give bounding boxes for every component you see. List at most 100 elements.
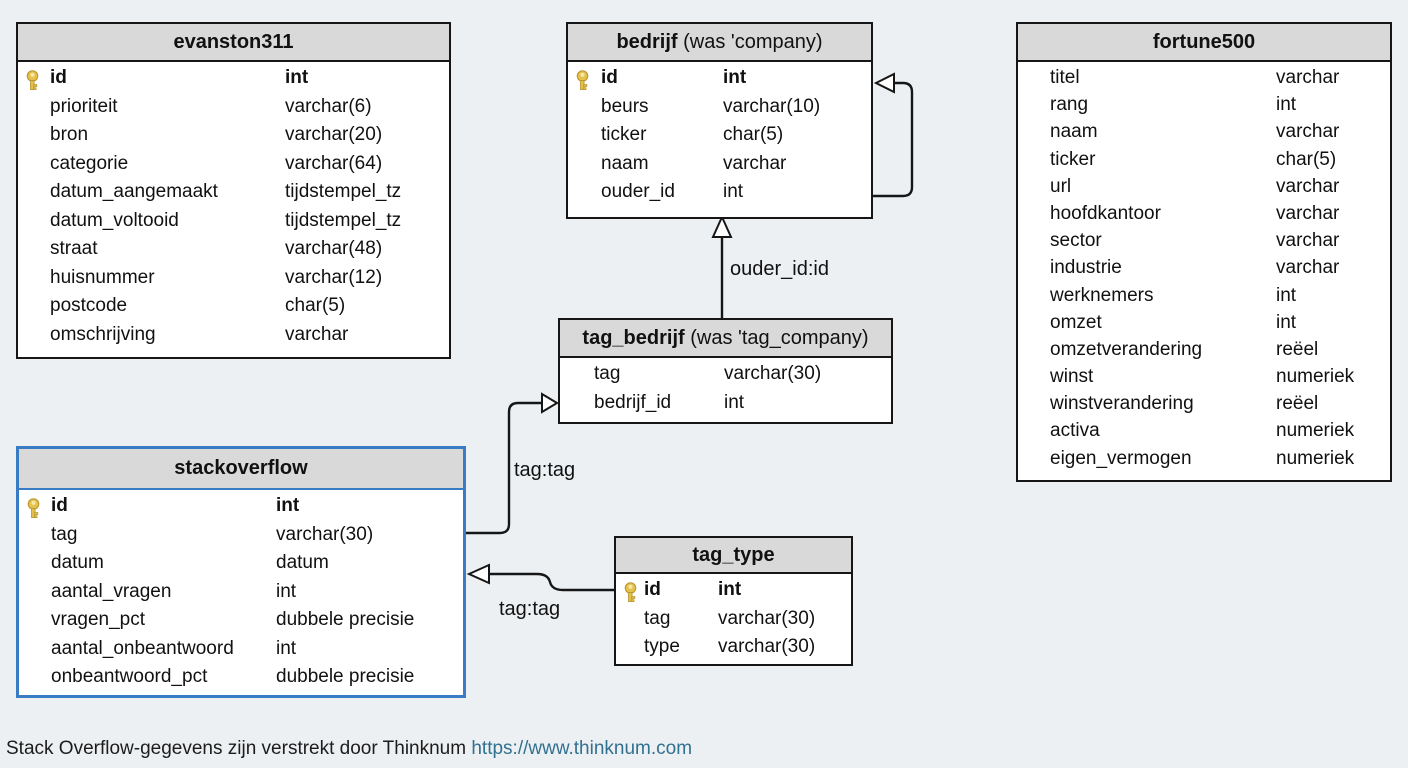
arrowhead-bedrijf-bottom xyxy=(711,214,733,238)
field-row-stackoverflow-aantal_vragen: aantal_vragen int xyxy=(19,581,463,610)
table-title-suffix: (was 'company) xyxy=(677,30,823,53)
arrowhead-tagbedrijf-left xyxy=(541,392,559,414)
field-type: int xyxy=(276,637,297,659)
arrowhead-stackoverflow-right xyxy=(466,563,490,585)
field-type: varchar xyxy=(1276,257,1340,279)
field-type: int xyxy=(276,495,300,516)
table-title-stackoverflow: stackoverflow xyxy=(19,449,463,490)
field-type: varchar xyxy=(1276,175,1340,197)
field-name: omzet xyxy=(1050,311,1102,333)
table-bedrijf: bedrijf (was 'company) id int beurs varchar (… xyxy=(566,22,873,219)
footer-text: Stack Overflow-gegevens zijn verstrekt d… xyxy=(6,738,472,759)
field-name: aantal_vragen xyxy=(51,580,172,602)
field-type: int xyxy=(723,67,747,88)
field-row-evanston311-bron: bron varchar(20) xyxy=(18,124,449,153)
field-row-stackoverflow-datum: datum datum xyxy=(19,552,463,581)
field-name: id xyxy=(51,495,68,516)
field-name: prioriteit xyxy=(50,95,118,117)
field-type: varchar(6) xyxy=(285,95,372,117)
field-type: numeriek xyxy=(1276,420,1355,442)
field-row-fortune500-industrie: industrie varchar xyxy=(1018,257,1390,284)
field-name: id xyxy=(601,67,618,88)
table-title-suffix: (was 'tag_company) xyxy=(684,326,869,349)
field-row-evanston311-datum_voltooid: datum_voltooid tijdstempel_tz xyxy=(18,210,449,239)
field-name: huisnummer xyxy=(50,266,155,288)
field-name: datum_voltooid xyxy=(50,209,179,231)
primary-key-icon xyxy=(26,498,41,525)
field-type: varchar(64) xyxy=(285,152,383,174)
field-type: varchar(30) xyxy=(718,607,816,629)
field-name: industrie xyxy=(1050,257,1122,279)
table-title-fortune500: fortune500 xyxy=(1018,24,1390,62)
field-type: dubbele precisie xyxy=(276,609,415,630)
footer-link[interactable]: https://www.thinknum.com xyxy=(471,738,693,759)
field-type: varchar(20) xyxy=(285,124,383,145)
field-type: char(5) xyxy=(1276,148,1337,170)
field-type: tijdstempel_tz xyxy=(285,181,402,202)
field-name: id xyxy=(50,67,67,88)
field-name: titel xyxy=(1050,67,1080,88)
field-type: datum xyxy=(276,552,329,573)
field-row-fortune500-omzetverandering: omzetverandering reëel xyxy=(1018,339,1390,366)
field-name: winstverandering xyxy=(1050,393,1194,415)
field-type: dubbele precisie xyxy=(276,666,415,687)
connector-tagbedrijf-to-bedrijf xyxy=(711,214,733,318)
field-name: beurs xyxy=(601,95,649,117)
field-row-tag_bedrijf-tag: tag varchar(30) xyxy=(560,363,891,392)
table-title-evanston311: evanston311 xyxy=(18,24,449,62)
field-type: tijdstempel_tz xyxy=(285,209,402,231)
field-name: tag xyxy=(594,363,621,384)
field-type: int xyxy=(285,67,309,88)
table-title-bold: tag_type xyxy=(692,543,775,566)
field-type: reëel xyxy=(1276,338,1319,360)
field-type: varchar xyxy=(1276,121,1340,143)
field-name: datum xyxy=(51,552,104,573)
field-row-tag_type-tag: tag varchar(30) xyxy=(616,608,851,637)
connector-bedrijf-self-reference xyxy=(873,72,914,198)
field-type: numeriek xyxy=(1276,366,1355,388)
field-name: naam xyxy=(601,152,649,174)
table-title-bold: fortune500 xyxy=(1152,30,1256,53)
field-type: reëel xyxy=(1276,393,1319,415)
field-name: tag xyxy=(644,607,671,629)
field-name: hoofdkantoor xyxy=(1050,202,1161,224)
field-type: int xyxy=(276,580,297,602)
field-name: bron xyxy=(50,124,89,145)
field-name: id xyxy=(644,579,661,600)
field-type: char(5) xyxy=(285,295,346,316)
field-name: tag xyxy=(51,523,78,545)
field-name: postcode xyxy=(50,295,128,316)
field-row-fortune500-winstverandering: winstverandering reëel xyxy=(1018,393,1390,420)
field-row-bedrijf-naam: naam varchar xyxy=(568,153,871,182)
field-name: ticker xyxy=(1050,148,1096,170)
field-type: varchar xyxy=(723,152,787,174)
field-name: activa xyxy=(1050,420,1100,442)
field-type: int xyxy=(1276,284,1297,306)
field-type: varchar(30) xyxy=(724,363,822,384)
field-name: omzetverandering xyxy=(1050,338,1203,360)
table-title-bedrijf: bedrijf (was 'company) xyxy=(568,24,871,62)
field-row-fortune500-activa: activa numeriek xyxy=(1018,420,1390,447)
